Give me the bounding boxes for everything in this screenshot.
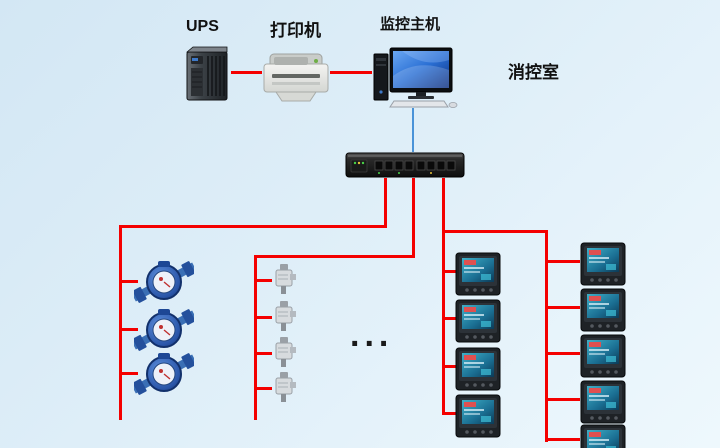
stub-wire [257, 352, 272, 355]
power-meter-icon [580, 334, 626, 378]
sensor-icon [268, 370, 298, 406]
stub-wire [445, 317, 457, 320]
stub-wire [548, 260, 580, 263]
power-meter-icon [580, 242, 626, 286]
stub-wire [257, 387, 272, 390]
red-wire-branch2-h [254, 255, 415, 258]
stub-wire [122, 328, 138, 331]
ups-icon [183, 44, 231, 102]
stub-wire [122, 372, 138, 375]
stub-wire [548, 438, 580, 441]
sensor-icon [268, 335, 298, 371]
red-wire-drop-mid [412, 178, 415, 258]
host-pc-icon [372, 46, 458, 108]
water-meter-icon [134, 348, 194, 400]
red-wire-branch2-v [254, 255, 257, 420]
ellipsis-label: ... [350, 316, 394, 354]
power-meter-icon [455, 394, 501, 438]
red-wire-drop-left [384, 178, 387, 228]
printer-icon [262, 52, 330, 102]
stub-wire [445, 270, 457, 273]
stub-wire [257, 279, 272, 282]
host-label: 监控主机 [380, 16, 441, 33]
sensor-icon [268, 299, 298, 335]
power-meter-icon [580, 288, 626, 332]
power-meter-icon [455, 347, 501, 391]
printer-label: 打印机 [270, 21, 321, 40]
stub-wire [445, 365, 457, 368]
ups-label: UPS [186, 18, 219, 35]
control-room-label: 消控室 [508, 63, 559, 82]
switch-icon [345, 152, 465, 178]
power-meter-icon [455, 299, 501, 343]
wire-printer-host [330, 71, 372, 74]
water-meter-icon [134, 304, 194, 356]
water-meter-icon [134, 256, 194, 308]
wire-host-switch [412, 108, 414, 152]
stub-wire [445, 412, 457, 415]
stub-wire [257, 316, 272, 319]
stub-wire [548, 398, 580, 401]
wire-ups-printer [231, 71, 262, 74]
red-wire-branch1-h [119, 225, 387, 228]
stub-wire [548, 352, 580, 355]
sensor-icon [268, 262, 298, 298]
power-meter-icon [580, 380, 626, 424]
red-wire-drop-right [442, 178, 445, 415]
stub-wire [122, 280, 138, 283]
red-wire-branch4-h [442, 230, 548, 233]
stub-wire [548, 306, 580, 309]
power-meter-icon [580, 424, 626, 448]
power-meter-icon [455, 252, 501, 296]
red-wire-branch1-v [119, 225, 122, 420]
red-wire-branch4-v [545, 230, 548, 442]
